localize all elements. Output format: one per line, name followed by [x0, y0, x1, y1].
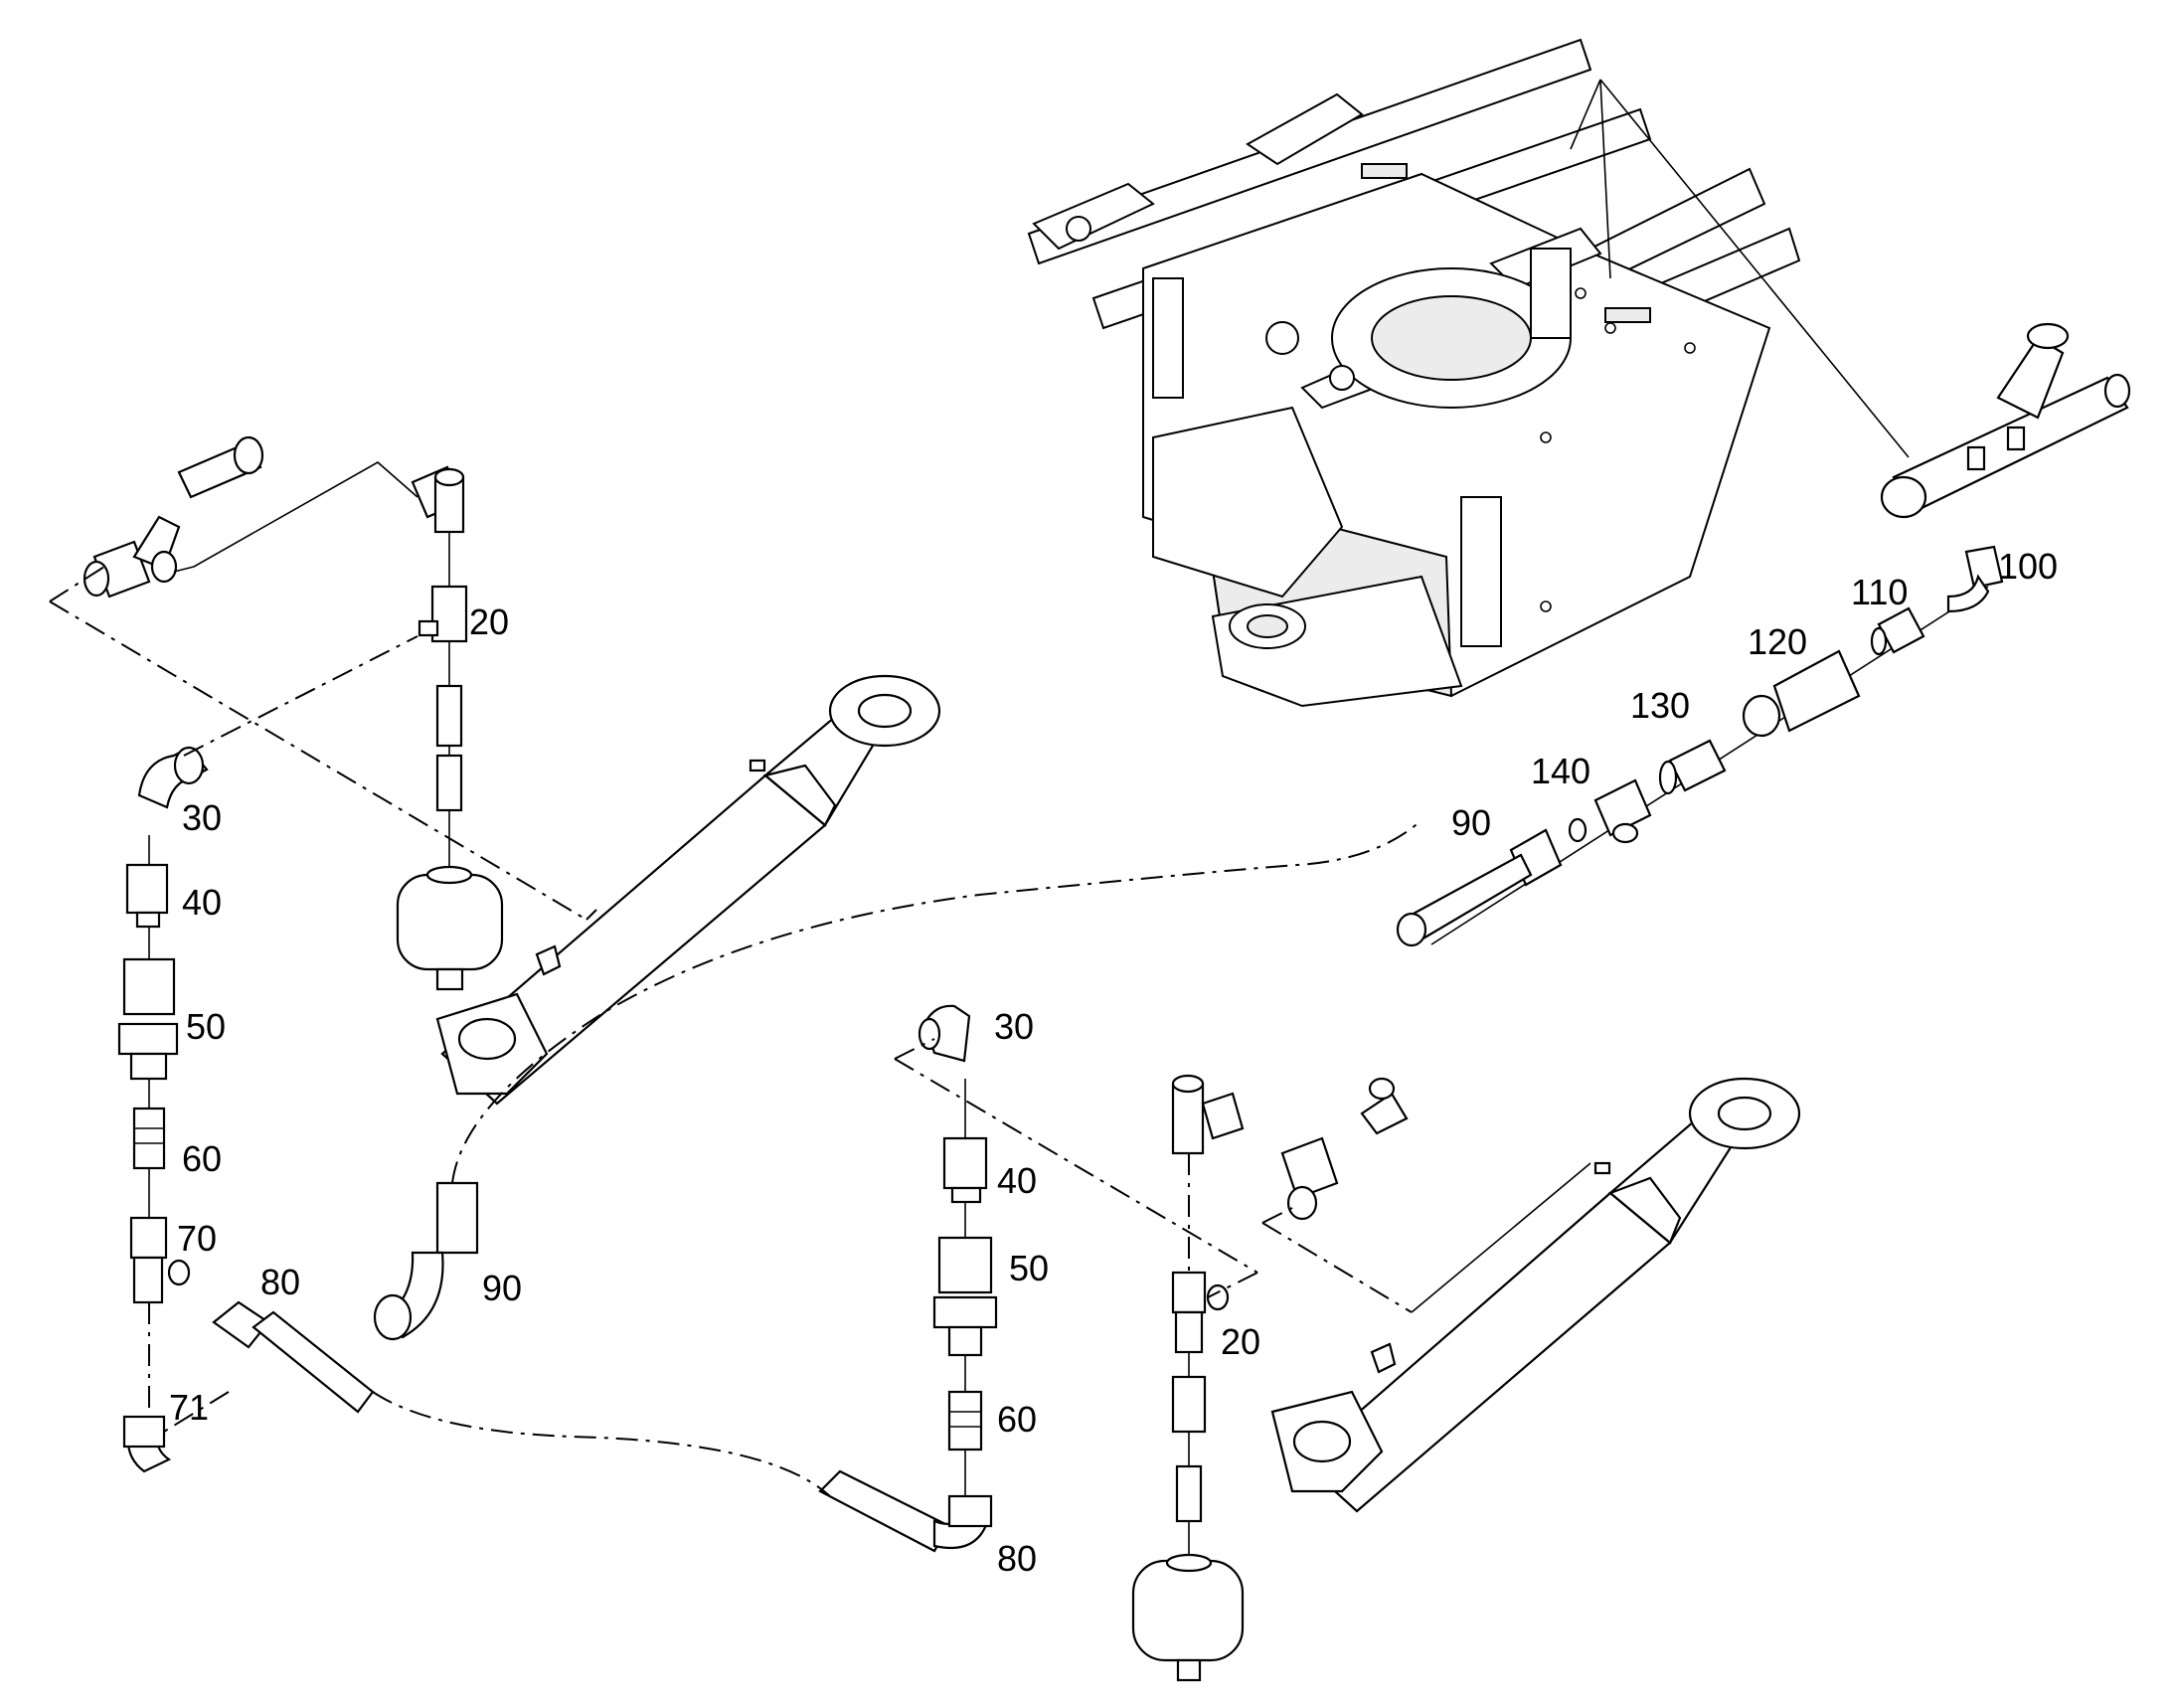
right-cylinder — [1270, 1077, 1801, 1513]
left-tee-group — [83, 435, 468, 875]
callout-60-center: 60 — [997, 1399, 1037, 1440]
callout-100: 100 — [1998, 546, 2058, 587]
callout-30-left: 30 — [182, 797, 222, 838]
routing-lines — [49, 566, 1591, 1497]
callout-71: 71 — [169, 1387, 209, 1428]
left-cylinder — [435, 674, 941, 1106]
machine-frame — [1027, 38, 1910, 708]
callout-130: 130 — [1630, 685, 1690, 726]
callout-30-center: 30 — [994, 1006, 1034, 1047]
callout-40-left: 40 — [182, 882, 222, 923]
manifold-block — [1880, 322, 2131, 519]
callout-40-center: 40 — [997, 1160, 1037, 1201]
callout-70: 70 — [177, 1218, 217, 1259]
callout-20-upper: 20 — [469, 601, 509, 642]
callout-140: 140 — [1531, 751, 1590, 791]
callout-60-left: 60 — [182, 1138, 222, 1179]
callout-20-lower: 20 — [1221, 1321, 1260, 1362]
fitting-chain-right — [1396, 545, 2004, 947]
center-fitting-stack — [818, 1004, 998, 1553]
callout-50-left: 50 — [186, 1006, 226, 1047]
callout-110: 110 — [1851, 572, 1908, 612]
callout-labels: 20 30 40 50 60 70 71 80 90 90 100 110 12… — [169, 546, 2058, 1579]
left-fitting-stack — [117, 746, 209, 1473]
left-hoses — [212, 1181, 479, 1414]
callout-50-center: 50 — [1009, 1248, 1049, 1288]
callout-90-right: 90 — [1451, 802, 1491, 843]
callout-80-left: 80 — [260, 1262, 300, 1302]
callout-120: 120 — [1748, 621, 1807, 662]
callout-80-center: 80 — [997, 1538, 1037, 1579]
right-tee-group — [1131, 1074, 1409, 1682]
left-accumulator — [396, 865, 504, 991]
callout-90-left: 90 — [482, 1268, 522, 1308]
